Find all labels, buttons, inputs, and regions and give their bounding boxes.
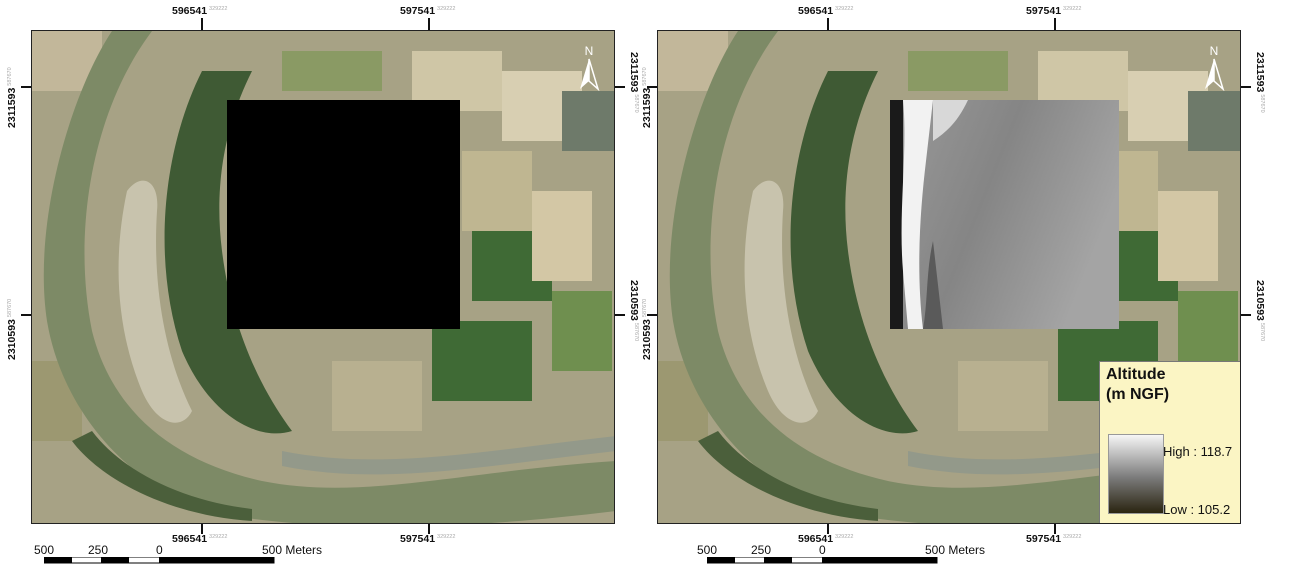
scale-bar [44,557,275,564]
scale-tick-250-right: 250 [751,543,772,557]
black-overlay-block [227,100,460,329]
right-side-coord-1: 2311593587670 [628,52,640,113]
scale-tick-0-right: 0 [819,543,826,557]
right-side-coord-1-right: 2311593587670 [1254,52,1266,113]
right-aerial-map[interactable]: N Altitude (m NGF) High : 118.7 Low : 10… [657,30,1241,524]
right-side-coord-2: 2310593587670 [628,280,640,342]
north-arrow-icon-right: N [1205,44,1225,91]
altitude-legend: Altitude (m NGF) High : 118.7 Low : 105.… [1099,361,1240,523]
left-side-coord-2-right: 2310593587670 [641,298,653,360]
legend-color-ramp [1108,434,1164,514]
left-aerial-map[interactable]: N [31,30,615,524]
scale-tick-250: 250 [88,543,109,557]
svg-text:N: N [1210,44,1219,58]
right-map-panel: N Altitude (m NGF) High : 118.7 Low : 10… [641,0,1290,566]
scale-tick-500-left-right: 500 [697,543,718,557]
right-side-coord-2-right: 2310593587670 [1254,280,1266,342]
left-side-coord-2: 2310593587670 [6,298,18,360]
scale-tick-500-right-right: 500 Meters [925,543,986,557]
svg-text:N: N [585,44,594,58]
scale-bar-right [707,557,938,564]
dem-overlay [890,100,1119,329]
scale-tick-500-right: 500 Meters [262,543,323,557]
scale-tick-500-left: 500 [34,543,55,557]
legend-title-line2: (m NGF) [1106,386,1170,403]
legend-high-label: High : 118.7 [1163,444,1233,459]
left-side-coord-1: 2311593587670 [6,67,18,128]
legend-low-label: Low : 105.2 [1163,502,1231,517]
left-side-coord-1-right: 2311593587670 [641,67,653,128]
scale-tick-0: 0 [156,543,163,557]
north-arrow-icon: N [580,44,600,91]
legend-title-line1: Altitude [1106,366,1166,383]
